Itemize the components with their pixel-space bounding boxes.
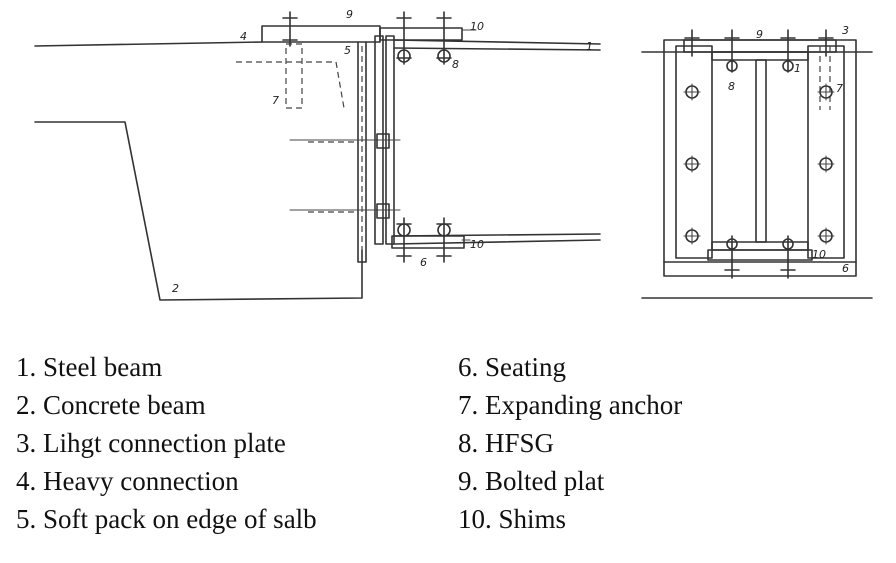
legend-column-right: 6. Seating 7. Expanding anchor 8. HFSG 9… (458, 348, 682, 538)
legend-item: 4. Heavy connection (16, 466, 239, 496)
callout-3-right: 3 (842, 24, 849, 37)
legend-column-left: 1. Steel beam 2. Concrete beam 3. Lihgt … (16, 348, 317, 538)
legend-item: 2. Concrete beam (16, 390, 206, 420)
expanding-anchor (285, 43, 303, 109)
callout-1-right: 1 (794, 62, 801, 75)
end-side-plate-left (675, 45, 713, 259)
end-web (755, 59, 767, 243)
callout-8-left: 8 (452, 58, 459, 71)
end-top-flange (711, 51, 809, 61)
end-side-bolts (683, 83, 835, 245)
connection-detail-drawing: 4 9 10 5 8 1 7 2 6 10 9 3 1 8 7 10 6 (34, 8, 873, 301)
soft-pack-edge (357, 41, 367, 263)
legend: 1. Steel beam 2. Concrete beam 3. Lihgt … (0, 348, 896, 548)
seating-plate (391, 235, 465, 249)
end-elevation-view (641, 29, 873, 299)
callout-10-left-bottom: 10 (470, 238, 484, 251)
legend-item: 7. Expanding anchor (458, 390, 683, 420)
callout-9-left: 9 (346, 8, 353, 21)
steel-beam-bottom-flange-lower (393, 239, 601, 245)
end-seating-plate (707, 249, 813, 261)
callout-6-left: 6 (420, 256, 427, 269)
steel-beam-top-flange-lower (393, 47, 601, 51)
callout-10-right: 10 (812, 248, 826, 261)
wall-bolt-upper-head (376, 133, 390, 149)
slab-top-line (34, 41, 263, 47)
legend-item: 5. Soft pack on edge of salb (16, 504, 317, 534)
callout-1-left: 1 (586, 40, 593, 53)
legend-item: 8. HFSG (458, 428, 555, 458)
callout-labels: 4 9 10 5 8 1 7 2 6 10 9 3 1 8 7 10 6 (172, 8, 849, 295)
bolted-plate-top (379, 27, 463, 41)
callout-8-right: 8 (728, 80, 735, 93)
callout-2-left: 2 (172, 282, 179, 295)
callout-7-right: 7 (836, 82, 843, 95)
legend-item: 10. Shims (458, 504, 567, 534)
callout-4-left: 4 (240, 30, 247, 43)
wall-bolt-lower-head (376, 203, 390, 219)
callout-10-left-top: 10 (470, 20, 484, 33)
end-side-plate-right (807, 45, 845, 259)
callout-6-right: 6 (842, 262, 849, 275)
callout-5-left: 5 (344, 44, 351, 57)
concrete-beam-outline (34, 121, 363, 301)
legend-item: 1. Steel beam (16, 352, 163, 382)
callout-9-right: 9 (756, 28, 763, 41)
side-elevation-view (34, 11, 601, 301)
legend-item: 9. Bolted plat (458, 466, 605, 496)
legend-item: 6. Seating (458, 352, 566, 382)
end-flange-bolts (684, 29, 834, 279)
callout-7-left: 7 (272, 94, 279, 107)
steel-beam-top-flange (393, 39, 601, 45)
bottom-bolts (396, 217, 452, 263)
heavy-connection-plate (261, 25, 381, 43)
anchor-outline-right (236, 61, 345, 109)
top-bolts (282, 11, 452, 65)
legend-item: 3. Lihgt connection plate (16, 428, 286, 458)
end-anchor-right (819, 46, 831, 110)
